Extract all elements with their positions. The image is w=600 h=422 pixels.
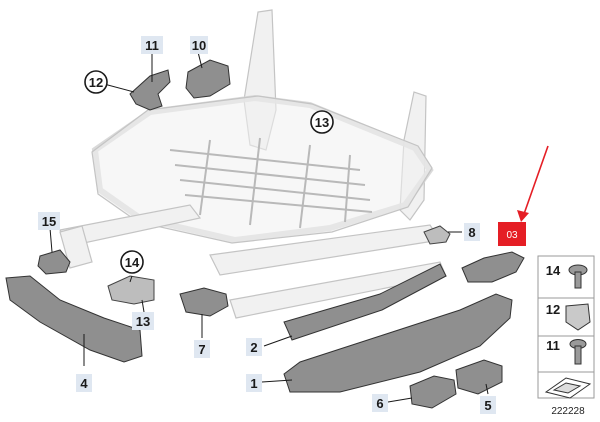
svg-text:7: 7 — [198, 342, 205, 357]
part-10-bracket — [129, 69, 171, 111]
part-4-trim — [5, 275, 143, 363]
svg-text:03: 03 — [506, 230, 518, 241]
callout-14[interactable]: 14 — [120, 250, 144, 274]
callout-9[interactable]: 10 — [190, 36, 208, 54]
svg-text:14: 14 — [125, 255, 140, 270]
part-7-cap — [179, 287, 229, 317]
callout-4[interactable]: 4 — [76, 374, 92, 392]
svg-text:13: 13 — [315, 115, 329, 130]
svg-text:1: 1 — [250, 376, 257, 391]
callout-5[interactable]: 5 — [480, 396, 496, 414]
callout-11[interactable]: 11 12 — [84, 70, 108, 94]
diagram-number: 222228 — [551, 406, 585, 417]
svg-text:2: 2 — [250, 340, 257, 355]
part-15-cap — [37, 249, 71, 275]
part-8-clip — [423, 225, 451, 245]
callout-7[interactable]: 7 — [194, 340, 210, 358]
svg-text:5: 5 — [484, 398, 491, 413]
screw-icon — [568, 264, 588, 289]
svg-text:15: 15 — [42, 214, 56, 229]
part-2-inner-trim — [283, 263, 447, 341]
callout-13[interactable]: 13 14 13 — [132, 312, 154, 330]
svg-text:11: 11 — [546, 338, 560, 353]
highlight-arrow — [517, 145, 549, 222]
callout-2[interactable]: 2 — [246, 338, 262, 356]
highlight-badge-03[interactable]: 03 — [498, 222, 526, 246]
callout-8[interactable]: 8 — [464, 223, 480, 241]
part-13-bracket — [107, 275, 155, 305]
callout-10[interactable]: 11 — [141, 36, 163, 54]
svg-text:6: 6 — [376, 396, 383, 411]
washer-shim-icon — [544, 377, 592, 399]
svg-text:13: 13 — [136, 314, 150, 329]
clip-nut-icon — [565, 303, 591, 331]
svg-text:12: 12 — [89, 75, 103, 90]
part-5-cover — [455, 359, 503, 395]
svg-text:10: 10 — [192, 38, 206, 53]
callout-1[interactable]: 1 — [246, 374, 262, 392]
fastener-legend: 14 12 11 — [537, 255, 595, 399]
callout-12[interactable]: 13 — [310, 110, 334, 134]
bolt-icon — [569, 339, 587, 365]
part-9-cover — [185, 59, 231, 99]
svg-text:8: 8 — [468, 225, 475, 240]
seat-frame — [59, 9, 447, 319]
svg-text:11: 11 — [145, 38, 159, 53]
svg-text:14: 14 — [546, 263, 561, 278]
callout-15[interactable]: 15 — [38, 212, 60, 230]
part-1-outer-trim — [283, 293, 513, 393]
part-03-front-trim — [461, 251, 525, 283]
part-6-cover — [409, 375, 457, 409]
svg-text:4: 4 — [80, 376, 88, 391]
svg-text:12: 12 — [546, 302, 560, 317]
leader-lines — [49, 51, 489, 403]
callout-6[interactable]: 6 — [372, 394, 388, 412]
